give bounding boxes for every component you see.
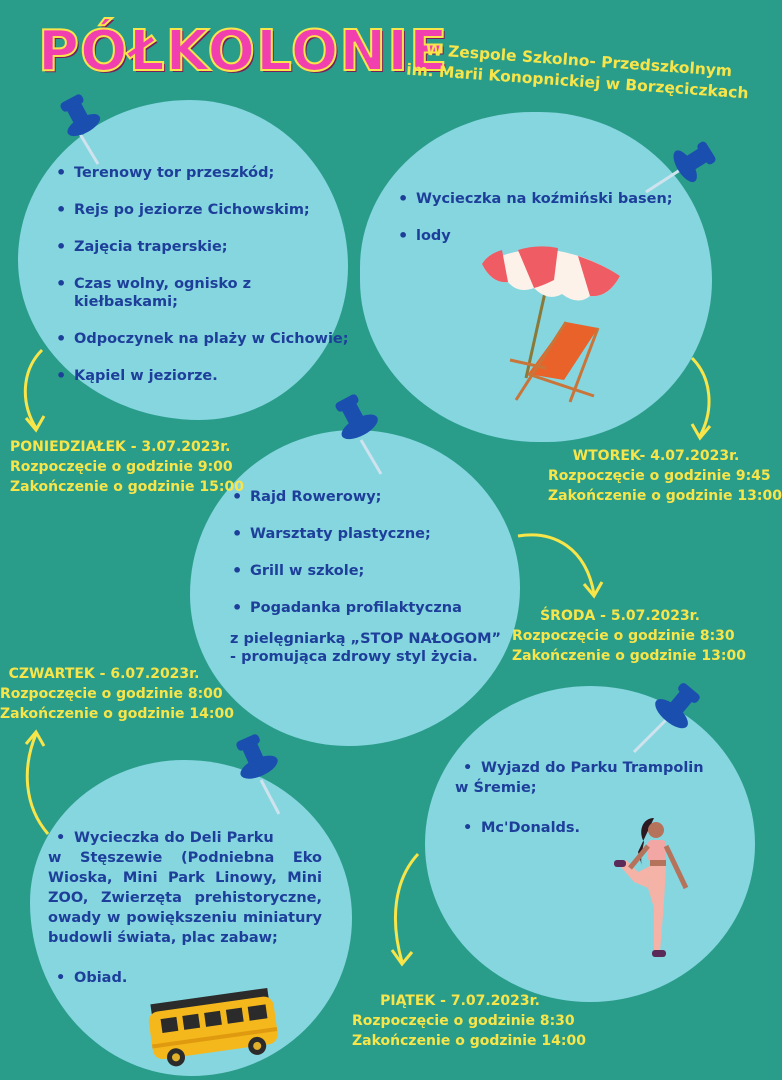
trip-title: Wycieczka do Deli Parku <box>74 830 274 846</box>
list-item: Pogadanka profilaktyczna <box>226 599 516 617</box>
school-name: W Zespole Szkolno- Przedszkolnym im. Mar… <box>397 38 759 105</box>
list-item: Wycieczka na koźmiński basen; <box>392 190 692 208</box>
curved-arrow-icon <box>24 729 50 835</box>
list-item: Czas wolny, ognisko z kiełbaskami; <box>50 275 350 311</box>
tuesday-schedule: WTOREK- 4.07.2023r. Rozpoczęcie o godzin… <box>548 446 782 506</box>
thursday-date: CZWARTEK - 6.07.2023r. <box>8 666 200 682</box>
trampoline-label: Wyjazd do Parku Trampolin <box>481 760 704 776</box>
list-item: Kąpiel w jeziorze. <box>50 367 350 385</box>
list-item: Odpoczynek na plaży w Cichowie; <box>50 330 350 348</box>
school-bus-icon <box>148 987 278 1067</box>
talk-line: z pielęgniarką „STOP NAŁOGOM” <box>230 631 502 647</box>
monday-bubble: Terenowy tor przeszkód; Rejs po jeziorze… <box>18 100 350 420</box>
bullet: • <box>463 820 473 836</box>
monday-end: Zakończenie o godzinie 15:00 <box>10 479 244 495</box>
wednesday-schedule: ŚRODA - 5.07.2023r. Rozpoczęcie o godzin… <box>512 606 746 666</box>
friday-date: PIĄTEK - 7.07.2023r. <box>380 993 540 1009</box>
trampoline-location: w Śremie; <box>455 780 537 796</box>
push-pin-icon <box>632 683 700 754</box>
friday-schedule: PIĄTEK - 7.07.2023r. Rozpoczęcie o godzi… <box>352 991 586 1051</box>
monday-start: Rozpoczęcie o godzinie 9:00 <box>10 459 233 475</box>
talk-line: - promująca zdrowy styl życia. <box>230 649 478 665</box>
thursday-schedule: CZWARTEK - 6.07.2023r. Rozpoczęcie o god… <box>0 664 234 724</box>
push-pin-icon <box>236 734 281 815</box>
push-pin-icon <box>60 94 101 165</box>
beach-umbrella-icon <box>482 246 620 379</box>
curved-arrow-icon <box>390 852 420 967</box>
list-item: lody <box>392 227 692 245</box>
push-pin-icon <box>335 394 383 475</box>
tuesday-activities: Wycieczka na koźmiński basen; lody <box>392 190 692 264</box>
lunch-label: Obiad. <box>74 970 128 986</box>
monday-activities: Terenowy tor przeszkód; Rejs po jeziorze… <box>50 164 350 404</box>
thursday-activities: • Wycieczka do Deli Parku w Stęszewie (P… <box>48 828 322 988</box>
bullet: • <box>56 830 66 846</box>
curved-arrow-icon <box>23 348 46 433</box>
monday-schedule: PONIEDZIAŁEK - 3.07.2023r. Rozpoczęcie o… <box>10 437 244 497</box>
curved-arrow-icon <box>517 533 604 599</box>
friday-end: Zakończenie o godzinie 14:00 <box>352 1033 586 1049</box>
list-item: • Obiad. <box>48 968 322 988</box>
talk-continuation: z pielęgniarką „STOP NAŁOGOM” - promując… <box>230 630 501 666</box>
page-title: PÓŁKOLONIE <box>37 19 449 84</box>
friday-activities: • Wyjazd do Parku Trampolin w Śremie; • … <box>455 758 735 838</box>
list-item: Terenowy tor przeszkód; <box>50 164 350 182</box>
thursday-bubble: • Wycieczka do Deli Parku w Stęszewie (P… <box>30 760 352 1076</box>
wednesday-start: Rozpoczęcie o godzinie 8:30 <box>512 628 735 644</box>
wednesday-end: Zakończenie o godzinie 13:00 <box>512 648 746 664</box>
monday-date: PONIEDZIAŁEK - 3.07.2023r. <box>10 439 231 455</box>
thursday-end: Zakończenie o godzinie 14:00 <box>0 706 234 722</box>
bullet: • <box>56 970 66 986</box>
curved-arrow-icon <box>690 356 712 441</box>
wednesday-activities: Rajd Rowerowy; Warsztaty plastyczne; Gri… <box>226 488 516 617</box>
wednesday-date: ŚRODA - 5.07.2023r. <box>540 608 700 624</box>
friday-start: Rozpoczęcie o godzinie 8:30 <box>352 1013 575 1029</box>
deck-chair-icon <box>509 321 600 403</box>
thursday-start: Rozpoczęcie o godzinie 8:00 <box>0 686 223 702</box>
list-item: Warsztaty plastyczne; <box>226 525 516 543</box>
list-item: Rejs po jeziorze Cichowskim; <box>50 201 350 219</box>
wednesday-bubble: Rajd Rowerowy; Warsztaty plastyczne; Gri… <box>190 430 520 746</box>
list-item: Grill w szkole; <box>226 562 516 580</box>
list-item: • Wycieczka do Deli Parku <box>48 828 322 848</box>
list-item: Rajd Rowerowy; <box>226 488 516 506</box>
bullet: • <box>463 760 473 776</box>
tuesday-start: Rozpoczęcie o godzinie 9:45 <box>548 468 771 484</box>
list-item: Zajęcia traperskie; <box>50 238 350 256</box>
push-pin-icon <box>645 141 716 194</box>
tuesday-end: Zakończenie o godzinie 13:00 <box>548 488 782 504</box>
mcd-label: Mc'Donalds. <box>481 820 581 836</box>
friday-bubble: • Wyjazd do Parku Trampolin w Śremie; • … <box>425 686 755 1002</box>
tuesday-date: WTOREK- 4.07.2023r. <box>572 448 740 464</box>
list-item: • Wyjazd do Parku Trampolin <box>455 758 735 778</box>
stretching-girl-icon <box>614 818 689 957</box>
list-item: • Mc'Donalds. <box>455 818 735 838</box>
trip-details: w Stęszewie (Podniebna Eko Wioska, Mini … <box>48 850 322 946</box>
